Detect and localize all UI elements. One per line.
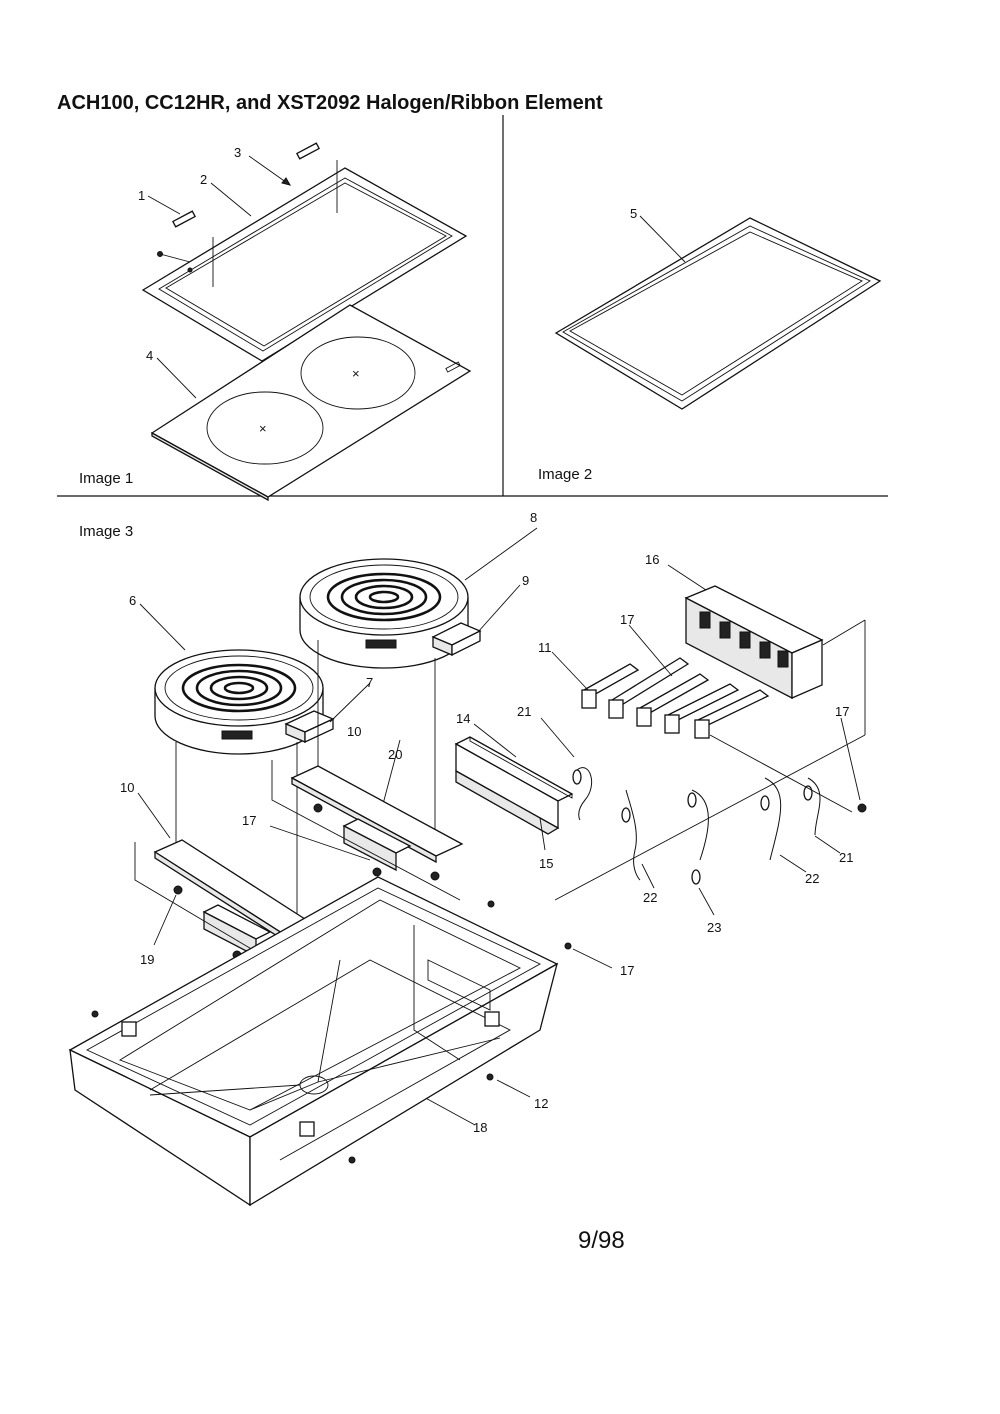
callout-14: 17	[620, 612, 634, 627]
callout-4: 4	[146, 348, 153, 363]
callout-6: 6	[129, 593, 136, 608]
callout-3: 3	[234, 145, 241, 160]
clip-part	[172, 210, 196, 228]
svg-text:×: ×	[352, 366, 360, 381]
screw-icon	[486, 1073, 494, 1081]
burner-ring	[300, 336, 416, 410]
svg-text:×: ×	[259, 421, 267, 436]
screw-icon	[313, 803, 323, 813]
screw-icon	[487, 900, 495, 908]
revision-date: 9/98	[578, 1227, 625, 1254]
clip-part	[296, 142, 320, 160]
screw-icon	[857, 803, 867, 813]
ribbon-element-front	[154, 649, 335, 755]
diagram-title: ACH100, CC12HR, and XST2092 Halogen/Ribb…	[57, 92, 603, 114]
terminal-block	[684, 585, 824, 700]
callout-2: 2	[200, 172, 207, 187]
callout-22-right: 22	[805, 871, 819, 886]
screw-icon	[372, 867, 382, 877]
wire-harness	[572, 767, 867, 885]
callout-15: 14	[456, 711, 470, 726]
support-rail-front	[134, 839, 324, 963]
callout-9: 9	[522, 573, 529, 588]
callout-8: 8	[530, 510, 537, 525]
callout-17-top: 17	[242, 813, 256, 828]
callout-7: 7	[366, 675, 373, 690]
callout-18: 18	[473, 1120, 487, 1135]
callout-20: 20	[388, 747, 402, 762]
panel-label-image1: Image 1	[79, 470, 133, 487]
callout-11: 11	[538, 640, 552, 655]
callout-1: 1	[138, 188, 145, 203]
assembly-guide-lines	[175, 640, 436, 918]
lead-wires	[581, 657, 770, 739]
burner-ring	[206, 391, 324, 465]
callout-16: 15	[539, 856, 553, 871]
callout-23: 23	[707, 920, 721, 935]
callout-12: 16	[645, 552, 659, 567]
callout-17-right: 17	[620, 963, 634, 978]
callout-21: 21	[517, 704, 531, 719]
callout-leaders	[137, 527, 861, 1126]
callout-17-bottom: 12	[534, 1096, 548, 1111]
panel-label-image2: Image 2	[538, 466, 592, 483]
screw-icon	[173, 885, 183, 895]
callout-13: 17	[835, 704, 849, 719]
burner-box	[68, 619, 866, 1207]
ribbon-element-rear	[299, 558, 482, 669]
screw-icon	[348, 1156, 356, 1164]
screw-icon	[430, 871, 440, 881]
mounting-bracket	[454, 736, 574, 835]
support-rail-rear	[271, 760, 464, 901]
callout-21-right: 21	[839, 850, 853, 865]
callout-22: 22	[643, 890, 657, 905]
image2-drawing	[554, 215, 882, 410]
callout-19: 19	[140, 952, 154, 967]
screw-icon	[564, 942, 572, 950]
panel-label-image3: Image 3	[79, 523, 133, 540]
image1-drawing: × ×	[141, 142, 472, 502]
screw-icon	[91, 1010, 99, 1018]
callout-5: 5	[630, 206, 637, 221]
callout-10-rear: 10	[347, 724, 361, 739]
callout-10-front: 10	[120, 780, 134, 795]
